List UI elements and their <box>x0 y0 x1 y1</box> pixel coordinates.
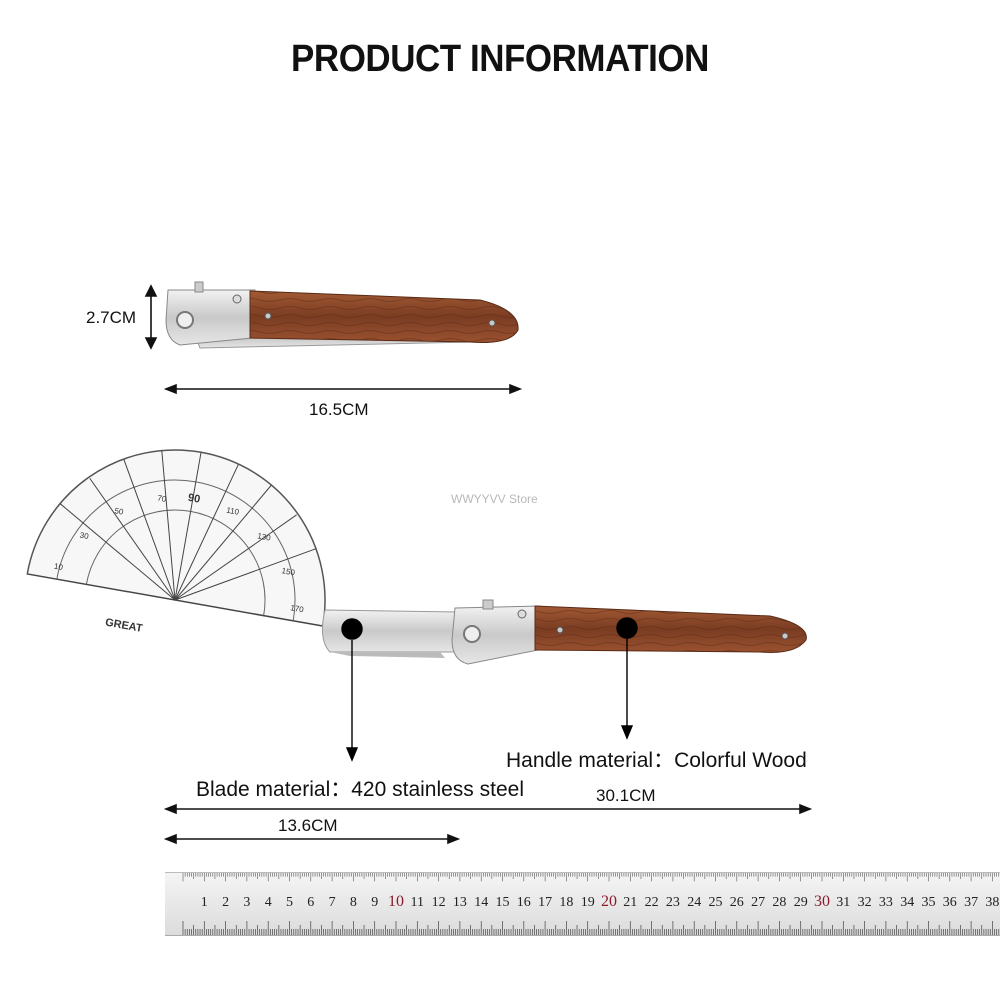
svg-text:70: 70 <box>157 493 168 504</box>
handle-length-label: 13.6CM <box>278 816 338 835</box>
ruler-number: 32 <box>857 895 872 910</box>
open-length-label: 30.1CM <box>596 786 656 805</box>
svg-text:150: 150 <box>281 566 296 577</box>
ruler-number: 33 <box>878 895 893 910</box>
ruler-number: 34 <box>900 895 915 910</box>
ruler-number: 20 <box>601 893 617 910</box>
svg-text:170: 170 <box>290 603 305 614</box>
ruler-number: 2 <box>222 895 230 910</box>
ruler-number: 27 <box>751 895 766 910</box>
ruler-number: 23 <box>665 895 680 910</box>
ruler-number: 6 <box>307 895 315 910</box>
protractor: 10 30 50 70 90 110 130 150 170 <box>26 449 326 627</box>
ruler-number: 24 <box>687 895 702 910</box>
ruler-number: 4 <box>264 895 272 910</box>
ruler-number: 15 <box>495 895 510 910</box>
ruler-number: 17 <box>538 895 553 910</box>
ruler-number: 28 <box>772 895 787 910</box>
ruler-number: 19 <box>580 895 595 910</box>
ruler-number: 9 <box>371 895 379 910</box>
ruler-number: 25 <box>708 895 723 910</box>
ruler-number: 31 <box>836 895 851 910</box>
protractor-brand: GREAT <box>104 616 143 634</box>
ruler-number: 22 <box>644 895 659 910</box>
svg-text:90: 90 <box>187 492 201 506</box>
page-title: PRODUCT INFORMATION <box>291 38 709 80</box>
ruler-number: 30 <box>814 893 830 910</box>
ruler-number: 7 <box>328 895 336 910</box>
ruler-number: 8 <box>349 895 357 910</box>
open-knife <box>321 599 807 665</box>
open-dimension-arrows <box>163 803 813 845</box>
ruler-ticks <box>182 873 1000 935</box>
svg-text:10: 10 <box>53 562 64 573</box>
closed-knife <box>165 281 519 349</box>
ruler-number: 11 <box>410 895 425 910</box>
svg-text:50: 50 <box>114 506 125 517</box>
ruler-number: 29 <box>793 895 808 910</box>
material-callouts <box>341 617 638 762</box>
ruler-number: 1 <box>200 895 208 910</box>
closed-dimension-arrows <box>144 284 523 395</box>
ruler-number: 10 <box>388 893 404 910</box>
width-label: 2.7CM <box>86 308 137 327</box>
ruler-number: 35 <box>921 895 936 910</box>
ruler-number: 13 <box>452 895 467 910</box>
ruler-number: 18 <box>559 895 574 910</box>
ruler-number: 12 <box>431 895 446 910</box>
ruler-number: 3 <box>243 895 251 910</box>
svg-text:130: 130 <box>257 531 272 542</box>
ruler-number: 14 <box>474 895 489 910</box>
store-watermark: WWYYVV Store <box>451 492 538 506</box>
svg-text:110: 110 <box>226 506 241 517</box>
blade-material-label: Blade material：420 stainless steel <box>196 778 525 801</box>
ruler-number: 38 <box>985 895 1000 910</box>
ruler-number: 16 <box>516 895 531 910</box>
ruler-number: 36 <box>942 895 957 910</box>
svg-text:30: 30 <box>79 531 90 542</box>
ruler-number: 37 <box>964 895 979 910</box>
handle-material-label: Handle material：Colorful Wood <box>506 749 807 772</box>
ruler-number: 26 <box>729 895 744 910</box>
closed-length-label: 16.5CM <box>309 400 369 419</box>
ruler-number: 21 <box>623 895 638 910</box>
ruler-number: 5 <box>286 895 293 910</box>
